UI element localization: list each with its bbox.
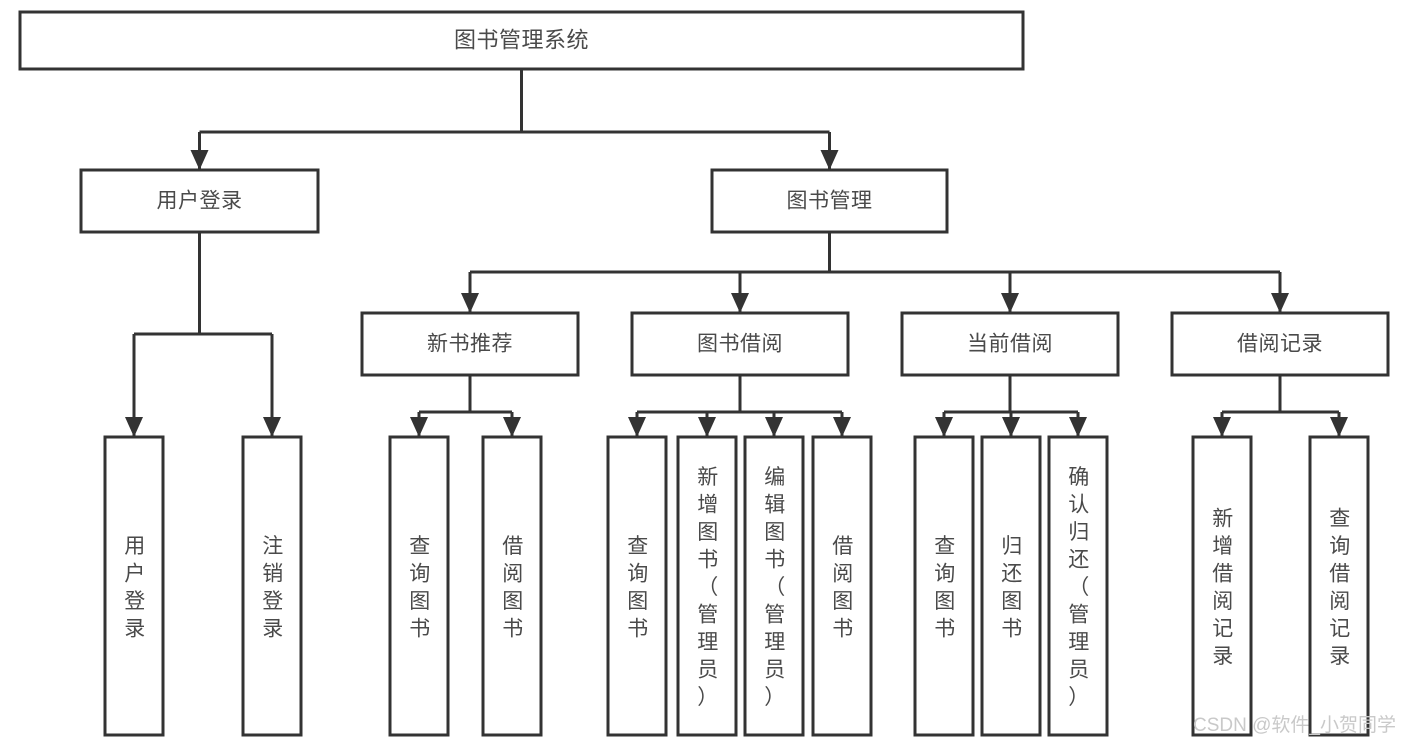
node-label: 用户登录 xyxy=(157,190,243,213)
csdn-watermark: CSDN @软件_小贺同学 xyxy=(1193,714,1396,736)
arrow-head-icon xyxy=(1001,293,1019,313)
node-root-book-management-system[interactable]: 图书管理系统 xyxy=(18,10,1025,71)
node-label-vertical: 归还图书 xyxy=(1001,535,1023,641)
arrow-head-icon xyxy=(833,417,851,437)
node-box[interactable] xyxy=(388,435,450,737)
arrow-head-icon xyxy=(935,417,953,437)
leaf-leaf-confirm-return[interactable]: 确认归还（管理员） xyxy=(1047,435,1109,737)
node-box[interactable] xyxy=(103,435,165,737)
arrow-head-icon xyxy=(628,417,646,437)
node-box[interactable] xyxy=(481,435,543,737)
arrow-head-icon xyxy=(1069,417,1087,437)
arrow-head-icon xyxy=(190,150,209,170)
arrow-head-icon xyxy=(503,417,521,437)
arrow-head-icon xyxy=(698,417,716,437)
arrow-head-icon xyxy=(820,150,839,170)
node-box[interactable] xyxy=(676,435,738,737)
node-label-vertical: 查询图书 xyxy=(409,535,431,641)
node-box[interactable] xyxy=(710,168,949,234)
arrow-head-icon xyxy=(461,293,479,313)
leaf-leaf-edit-book[interactable]: 编辑图书（管理员） xyxy=(743,435,805,737)
arrow-head-icon xyxy=(410,417,428,437)
leaf-leaf-borrow-book-2[interactable]: 借阅图书 xyxy=(811,435,873,737)
node-book-borrow[interactable]: 图书借阅 xyxy=(630,311,850,377)
arrow-head-icon xyxy=(1213,417,1231,437)
node-label-vertical: 借阅图书 xyxy=(832,535,854,641)
node-box[interactable] xyxy=(630,311,850,377)
leaf-leaf-query-book-1[interactable]: 查询图书 xyxy=(388,435,450,737)
arrow-head-icon xyxy=(765,417,783,437)
node-label: 图书借阅 xyxy=(697,333,783,356)
connector-layer xyxy=(125,69,1348,437)
leaf-leaf-user-logout[interactable]: 注销登录 xyxy=(241,435,303,737)
leaf-leaf-query-book-2[interactable]: 查询图书 xyxy=(606,435,668,737)
node-box[interactable] xyxy=(241,435,303,737)
node-borrow-record[interactable]: 借阅记录 xyxy=(1170,311,1390,377)
node-box[interactable] xyxy=(1308,435,1370,737)
node-box[interactable] xyxy=(360,311,580,377)
arrow-head-icon xyxy=(731,293,749,313)
node-box[interactable] xyxy=(79,168,320,234)
node-book-manage[interactable]: 图书管理 xyxy=(710,168,949,234)
node-box[interactable] xyxy=(900,311,1120,377)
node-label-vertical: 借阅图书 xyxy=(502,535,524,641)
node-label: 图书管理系统 xyxy=(454,27,589,52)
node-box[interactable] xyxy=(18,10,1025,71)
node-label: 当前借阅 xyxy=(967,333,1053,356)
node-box[interactable] xyxy=(913,435,975,737)
node-box[interactable] xyxy=(811,435,873,737)
leaf-leaf-query-record[interactable]: 查询借阅记录 xyxy=(1308,435,1370,737)
leaf-leaf-query-book-3[interactable]: 查询图书 xyxy=(913,435,975,737)
node-label-vertical: 用户登录 xyxy=(124,535,146,641)
node-current-borrow[interactable]: 当前借阅 xyxy=(900,311,1120,377)
leaf-leaf-add-book[interactable]: 新增图书（管理员） xyxy=(676,435,738,737)
node-box[interactable] xyxy=(1170,311,1390,377)
node-box[interactable] xyxy=(606,435,668,737)
node-label-vertical: 新增借阅记录 xyxy=(1212,507,1234,668)
node-label: 借阅记录 xyxy=(1237,333,1323,356)
arrow-head-icon xyxy=(1271,293,1289,313)
node-label-vertical: 注销登录 xyxy=(262,535,284,641)
node-label-vertical: 编辑图书（管理员） xyxy=(764,466,786,709)
node-label-vertical: 查询借阅记录 xyxy=(1329,507,1351,668)
node-label-vertical: 新增图书（管理员） xyxy=(697,466,719,709)
node-label: 新书推荐 xyxy=(427,333,513,356)
node-label-vertical: 查询图书 xyxy=(934,535,956,641)
leaf-leaf-borrow-book-1[interactable]: 借阅图书 xyxy=(481,435,543,737)
leaf-leaf-return-book[interactable]: 归还图书 xyxy=(980,435,1042,737)
node-box[interactable] xyxy=(1191,435,1253,737)
leaf-leaf-add-record[interactable]: 新增借阅记录 xyxy=(1191,435,1253,737)
leaf-leaf-user-login[interactable]: 用户登录 xyxy=(103,435,165,737)
arrow-head-icon xyxy=(1002,417,1020,437)
node-box[interactable] xyxy=(1047,435,1109,737)
node-label-vertical: 确认归还（管理员） xyxy=(1068,466,1090,709)
node-box[interactable] xyxy=(980,435,1042,737)
node-label: 图书管理 xyxy=(787,190,873,213)
node-label-vertical: 查询图书 xyxy=(627,535,649,641)
node-user-login[interactable]: 用户登录 xyxy=(79,168,320,234)
arrow-head-icon xyxy=(125,417,143,437)
arrow-head-icon xyxy=(263,417,281,437)
node-box[interactable] xyxy=(743,435,805,737)
arrow-head-icon xyxy=(1330,417,1348,437)
node-layer: 图书管理系统用户登录图书管理新书推荐图书借阅当前借阅借阅记录用户登录注销登录查询… xyxy=(18,10,1390,737)
node-new-book-recommend[interactable]: 新书推荐 xyxy=(360,311,580,377)
